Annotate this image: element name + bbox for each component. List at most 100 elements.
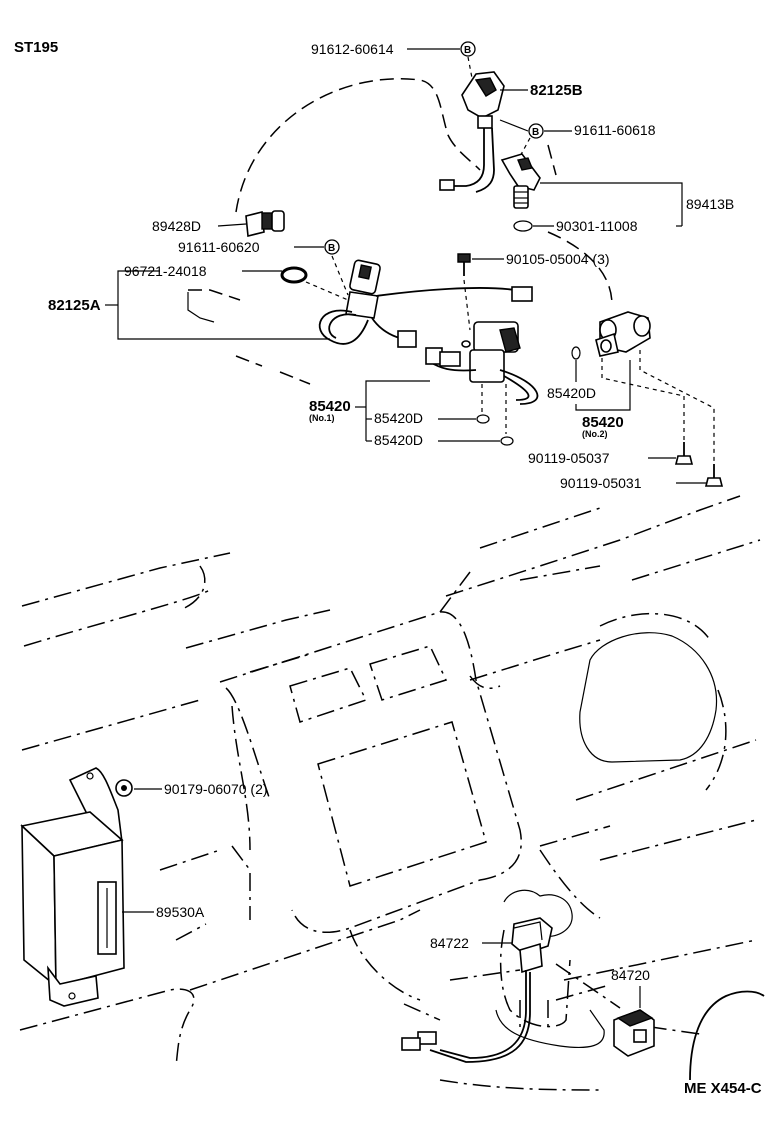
label-84720: 84720	[611, 967, 650, 983]
leader-91611-b	[499, 119, 529, 132]
console-panel	[317, 721, 487, 887]
label-89413b: 89413B	[686, 196, 734, 212]
interior-outline-7	[479, 507, 601, 549]
door-curve	[689, 990, 765, 1081]
floor-outline-8	[575, 739, 757, 801]
floor-outline-10	[449, 969, 521, 981]
dashed-link-91611-60620	[331, 255, 349, 296]
console-outline-4	[231, 705, 251, 851]
bolt-90119-05031	[704, 464, 724, 487]
switch-84722	[511, 917, 553, 974]
nut-90179	[115, 779, 133, 797]
harness-route-dashed-arc-3	[547, 231, 613, 306]
seat-outline-dashed	[599, 612, 711, 641]
label-82125a: 82125A	[48, 297, 101, 314]
reference-code: ME X454-C	[684, 1080, 762, 1097]
label-85420-no1: 85420	[309, 398, 351, 415]
seat-outline	[579, 632, 718, 763]
console-vent-right	[369, 645, 448, 701]
engine-outline-solid	[187, 292, 215, 323]
label-91611-60620: 91611-60620	[178, 239, 260, 255]
o-ring-90301	[513, 220, 533, 232]
interior-outline-8	[445, 495, 741, 597]
vsv-no1	[425, 321, 539, 405]
label-85420d-a: 85420D	[547, 385, 596, 401]
interior-outline-11	[631, 539, 761, 581]
label-85420-no2: 85420	[582, 414, 624, 431]
console-outline	[219, 611, 522, 933]
label-91611-60618: 91611-60618	[574, 122, 656, 138]
engine-outline-dashed-2	[235, 355, 263, 367]
engine-outline-dashed	[188, 289, 241, 301]
connector-84722-b	[401, 1037, 421, 1051]
o-ring-85420d-b	[476, 414, 490, 424]
marker-b-letter: B	[328, 243, 335, 254]
interior-outline-9	[519, 565, 601, 581]
shifter-base	[495, 1009, 605, 1049]
harness-route-dashed-arc	[235, 78, 481, 213]
console-outline-3	[249, 653, 311, 673]
interior-outline-2	[23, 589, 211, 647]
dashed-link-90105	[463, 279, 471, 331]
shifter-boot	[499, 929, 571, 1028]
console-outline-7	[175, 923, 207, 941]
label-96721-24018: 96721-24018	[124, 263, 207, 279]
dashed-link-84720	[555, 963, 621, 1009]
label-90119-05031: 90119-05031	[560, 475, 642, 491]
label-85420d-c: 85420D	[374, 432, 423, 448]
floor-outline-12	[555, 985, 607, 1001]
label-90119-05037: 90119-05037	[528, 450, 610, 466]
floor-outline-11	[563, 939, 757, 981]
label-91612-60614: 91612-60614	[311, 41, 394, 57]
leader-89428d	[217, 223, 247, 227]
dashed-link-91612	[467, 56, 473, 79]
marker-b-letter: B	[464, 45, 471, 56]
interior-outline-5	[179, 565, 206, 611]
interior-outline-10	[469, 639, 601, 681]
label-89530a: 89530A	[156, 904, 205, 920]
interior-outline-4	[185, 609, 331, 649]
sensor-82125a	[318, 259, 533, 348]
floor-outline-6	[539, 825, 611, 847]
engine-outline-dashed-3	[279, 371, 311, 385]
wire-84722	[439, 970, 527, 1059]
console-outline-5	[231, 845, 251, 920]
wire-84722-b	[429, 972, 531, 1063]
floor-outline-2	[189, 909, 421, 991]
sensor-82125b	[439, 71, 505, 193]
console-outline-6	[159, 849, 221, 871]
label-no2: (No.2)	[582, 429, 608, 439]
harness-route-dashed-arc-2	[547, 144, 557, 176]
marker-b-circle	[460, 41, 476, 57]
shifter-knob-outline	[503, 889, 573, 937]
model-code: ST195	[14, 39, 58, 56]
marker-b-circle	[528, 123, 544, 139]
marker-b-circle	[324, 239, 340, 255]
label-no1: (No.1)	[309, 413, 335, 423]
sensor-89413b	[500, 153, 541, 209]
switch-84720	[613, 1009, 655, 1057]
label-85420d-b: 85420D	[374, 410, 423, 426]
dashed-link-vsv2-a	[601, 358, 685, 440]
dashed-link-vsv2-b	[639, 350, 715, 462]
bracket-89413b	[540, 182, 683, 226]
floor-outline-3	[349, 929, 421, 1001]
marker-b-letter: B	[532, 127, 539, 138]
o-ring-85420d-c	[500, 436, 514, 446]
bolt-90119-05037	[674, 442, 694, 465]
floor-outline-7	[539, 849, 601, 919]
label-90301-11008: 90301-11008	[556, 218, 638, 234]
floor-outline	[19, 988, 195, 1067]
floor-outline-5	[439, 1079, 601, 1091]
interior-outline-12	[469, 675, 501, 690]
bracket-85420-no2	[575, 360, 631, 411]
label-90179-06070: 90179-06070 (2)	[164, 781, 268, 797]
console-vent-left	[289, 667, 368, 723]
bolt-90105	[457, 253, 471, 276]
sensor-89428d	[245, 210, 285, 238]
o-ring-96721	[280, 266, 308, 284]
interior-outline-1	[21, 552, 231, 607]
interior-outline-6	[439, 571, 471, 613]
interior-outline-3	[21, 699, 201, 751]
